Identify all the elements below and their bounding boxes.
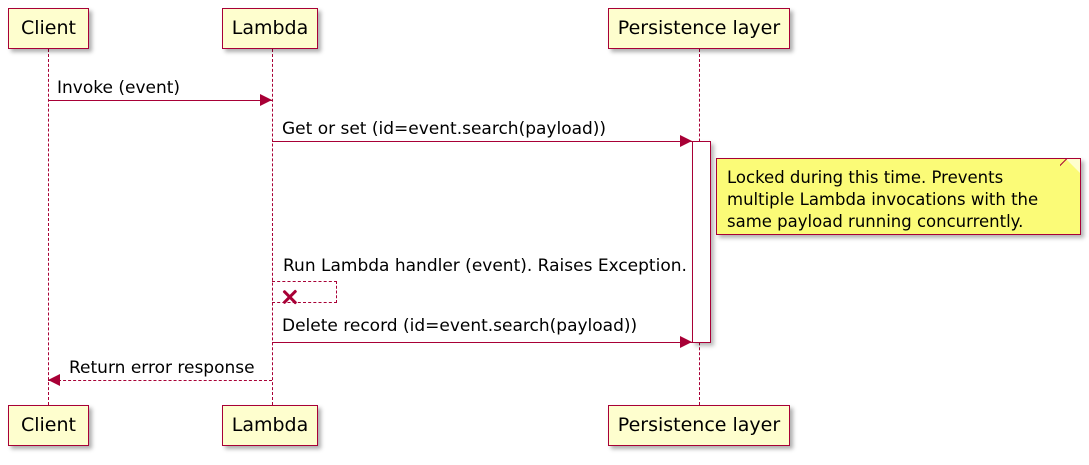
note-line-1: Locked during this time. Prevents <box>727 168 1004 187</box>
note-line-2: multiple Lambda invocations with the <box>727 189 1039 209</box>
participant-persistence-top-label: Persistence layer <box>617 17 781 39</box>
participant-lambda-bottom[interactable]: Lambda <box>222 405 318 446</box>
message-label-run-handler: Run Lambda handler (event). Raises Excep… <box>283 256 687 276</box>
note-locked-during-this-time: Locked during this time. Prevents multip… <box>716 158 1081 235</box>
message-line-get-or-set <box>272 141 692 142</box>
participant-lambda-top[interactable]: Lambda <box>222 8 318 49</box>
message-arrowhead-invoke <box>260 94 272 106</box>
message-line-invoke <box>48 100 272 101</box>
message-line-return-error <box>48 380 272 381</box>
message-label-get-or-set: Get or set (id=event.search(payload)) <box>282 119 607 139</box>
participant-lambda-top-label: Lambda <box>231 17 309 39</box>
message-label-return-error: Return error response <box>69 358 255 378</box>
message-arrowhead-delete-record <box>680 336 692 348</box>
note-line-3: same payload running concurrently. <box>727 211 1024 231</box>
participant-persistence-bottom[interactable]: Persistence layer <box>608 405 790 446</box>
destroy-x-icon-exception <box>281 288 299 306</box>
note-fold-edge-icon <box>1060 159 1080 179</box>
participant-client-top-label: Client <box>20 17 76 39</box>
participant-client-bottom-label: Client <box>20 414 76 436</box>
message-line-delete-record <box>272 342 692 343</box>
participant-persistence-top[interactable]: Persistence layer <box>608 8 790 49</box>
participant-client-top[interactable]: Client <box>8 8 89 49</box>
activation-bar-persistence <box>692 141 711 343</box>
message-arrowhead-return-error <box>48 374 60 386</box>
lifeline-lambda <box>272 49 273 405</box>
participant-persistence-bottom-label: Persistence layer <box>617 414 781 436</box>
participant-client-bottom[interactable]: Client <box>8 405 89 446</box>
message-arrowhead-get-or-set <box>680 135 692 147</box>
participant-lambda-bottom-label: Lambda <box>231 414 309 436</box>
lifeline-client <box>48 49 49 405</box>
message-self-loop-run-handler <box>272 281 337 303</box>
message-label-delete-record: Delete record (id=event.search(payload)) <box>282 316 638 336</box>
message-label-invoke: Invoke (event) <box>57 78 181 98</box>
